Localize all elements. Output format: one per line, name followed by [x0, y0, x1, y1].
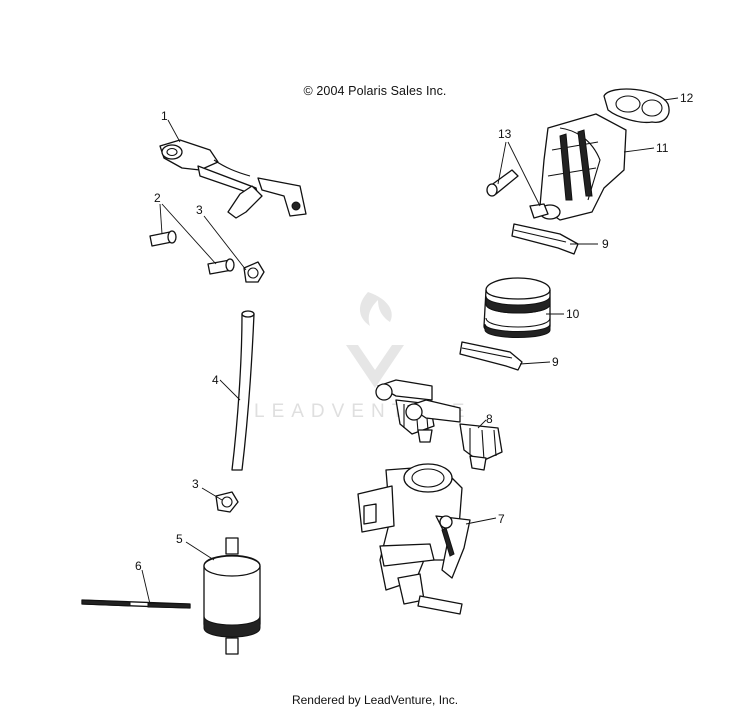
screw-small[interactable] — [207, 258, 235, 275]
callout-12: 12 — [680, 91, 694, 105]
manifold-bolt[interactable] — [486, 169, 549, 219]
cable-tie[interactable] — [81, 599, 191, 609]
callout-9: 9 — [602, 237, 609, 251]
callout-7: 7 — [498, 512, 505, 526]
callout-11: 11 — [656, 141, 669, 155]
intake-boot[interactable] — [483, 277, 551, 338]
hose-clamp[interactable] — [243, 261, 265, 283]
leader-lines — [141, 97, 679, 605]
callout-13: 13 — [498, 127, 512, 141]
throttle-body[interactable] — [357, 463, 471, 615]
callout-3b: 3 — [192, 477, 199, 491]
manifold-gasket[interactable] — [603, 88, 670, 124]
callout-8: 8 — [486, 412, 493, 426]
callout-9b: 9 — [552, 355, 559, 369]
intake-manifold[interactable] — [539, 113, 627, 221]
screw-small[interactable] — [149, 230, 177, 247]
copyright-notice: © 2004 Polaris Sales Inc. — [303, 84, 447, 98]
fuel-hose[interactable] — [231, 310, 255, 471]
callout-1: 1 — [161, 109, 168, 123]
hose-clamp[interactable] — [215, 491, 239, 513]
callout-numbers: 1 2 3 4 3 5 6 7 8 9 10 9 11 12 13 — [135, 91, 694, 573]
footer-credit: Rendered by LeadVenture, Inc. — [291, 693, 459, 707]
intake-clamp[interactable] — [511, 223, 579, 255]
callout-4: 4 — [212, 373, 219, 387]
callout-10: 10 — [566, 307, 580, 321]
fuel-filter[interactable] — [203, 537, 261, 655]
fuel-rail-bracket[interactable] — [159, 139, 307, 219]
callout-2: 2 — [154, 191, 161, 205]
intake-clamp[interactable] — [459, 341, 523, 371]
callout-5: 5 — [176, 532, 183, 546]
callout-3: 3 — [196, 203, 203, 217]
fuel-injector[interactable] — [405, 399, 503, 471]
callout-6: 6 — [135, 559, 142, 573]
